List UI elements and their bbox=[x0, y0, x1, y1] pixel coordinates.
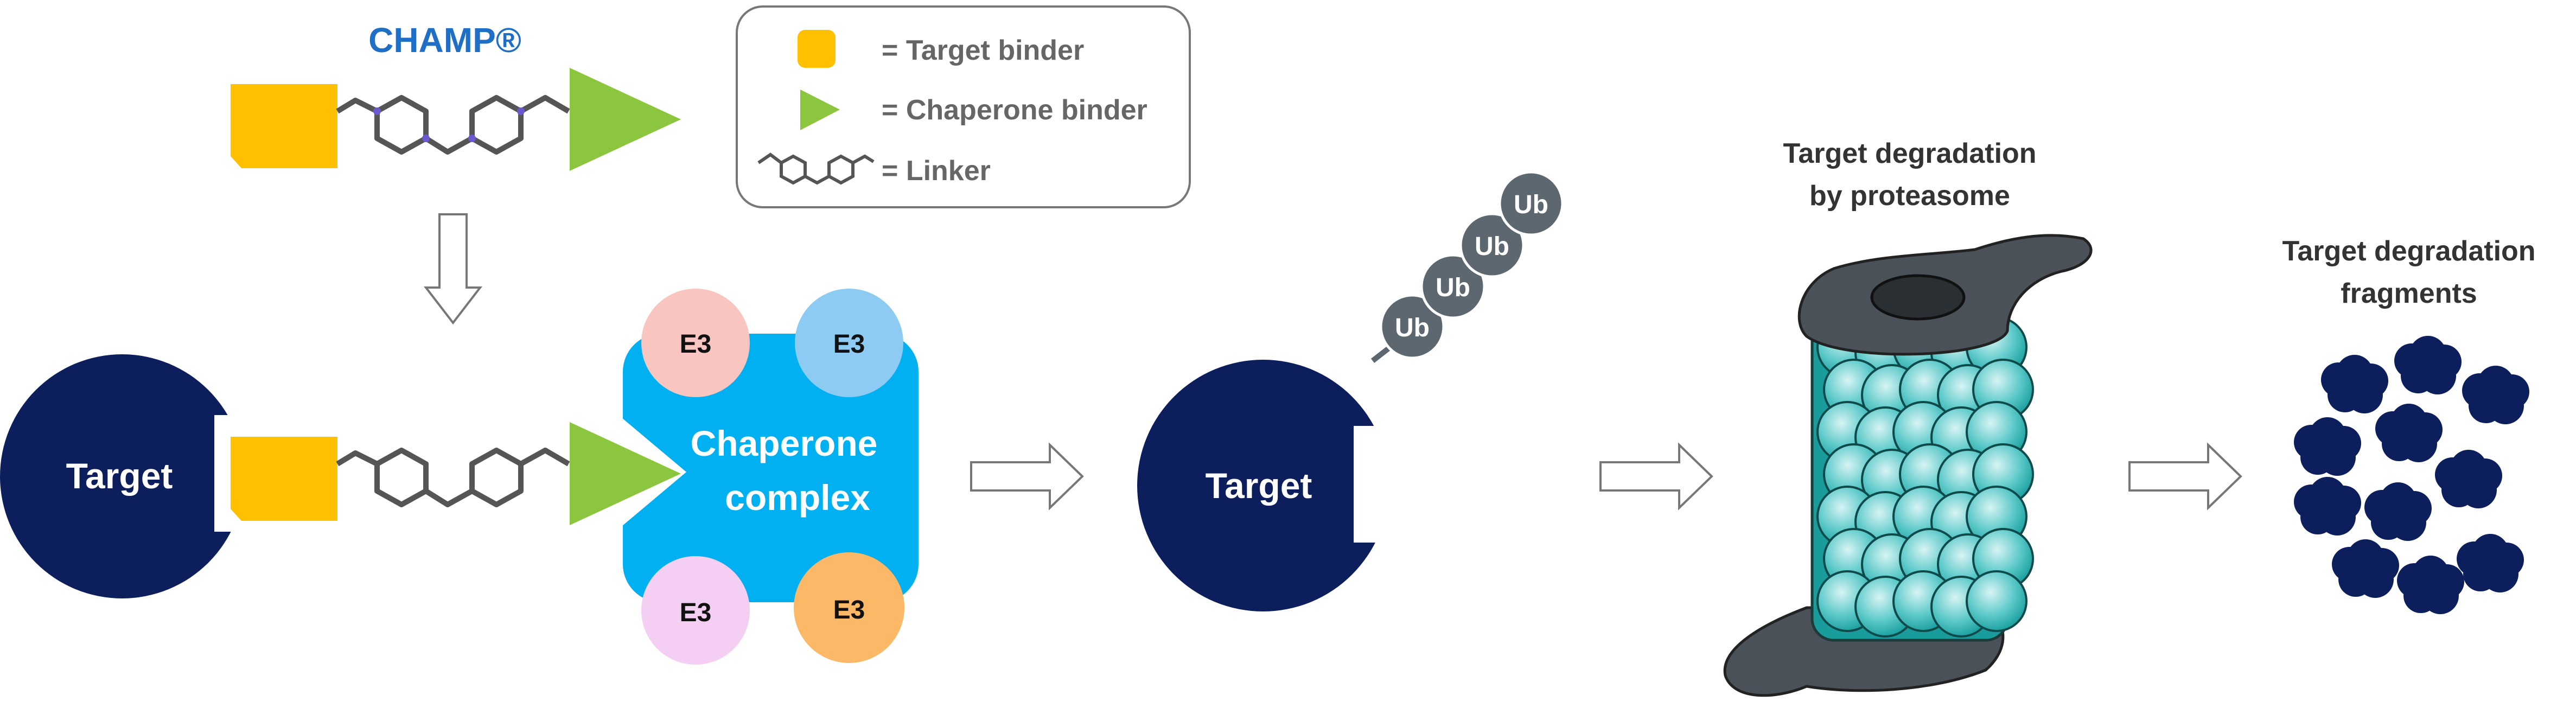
target-label-right: Target bbox=[1206, 466, 1312, 506]
degradation-fragments bbox=[2294, 336, 2529, 614]
bound-target-binder-icon bbox=[231, 437, 337, 521]
ub-label-4: Ub bbox=[1514, 190, 1548, 219]
fragment-blob bbox=[2435, 450, 2502, 508]
target-binder-icon bbox=[231, 84, 337, 168]
target-protein-right bbox=[1137, 360, 1389, 611]
bound-chaperone-binder-icon bbox=[570, 422, 681, 525]
e3-label-bottom-left: E3 bbox=[680, 598, 712, 627]
ub-3-icon bbox=[1459, 212, 1525, 278]
legend-chaperone-binder-label: = Chaperone binder bbox=[882, 94, 1147, 126]
proteasome-label-line2: by proteasome bbox=[1809, 180, 2010, 212]
fragment-blob bbox=[2294, 477, 2361, 536]
legend-target-binder-label: = Target binder bbox=[882, 35, 1084, 66]
e3-ligase-bottom-left bbox=[641, 556, 750, 665]
ub-label-2: Ub bbox=[1436, 273, 1470, 302]
e3-label-bottom-right: E3 bbox=[833, 596, 865, 624]
legend-box bbox=[736, 5, 1191, 208]
fragments-label-line1: Target degradation bbox=[2282, 235, 2535, 267]
arrow-to-proteasome bbox=[1599, 442, 1713, 511]
linker-icon bbox=[336, 95, 570, 155]
ub-1-icon bbox=[1379, 294, 1445, 360]
ub-label-3: Ub bbox=[1475, 232, 1509, 261]
proteasome bbox=[1723, 234, 2093, 697]
e3-label-top-left: E3 bbox=[680, 330, 712, 359]
fragment-blob bbox=[2394, 336, 2462, 394]
fragments-label-line2: fragments bbox=[2341, 278, 2477, 309]
target-protein-left bbox=[0, 354, 244, 598]
e3-ligase-top-left bbox=[641, 289, 750, 397]
down-arrow bbox=[423, 213, 483, 325]
legend: = Target binder = Chaperone binder = Lin… bbox=[736, 5, 1191, 208]
proteasome-label-line1: Target degradation bbox=[1783, 138, 2036, 169]
proteasome-pore bbox=[1870, 274, 1966, 321]
arrow-to-fragments bbox=[2128, 442, 2242, 511]
target-pocket-right bbox=[1354, 426, 1402, 543]
ub-4-icon bbox=[1498, 170, 1564, 237]
e3-ligase-bottom-right bbox=[794, 552, 904, 663]
arrow-to-ubiquitination bbox=[970, 442, 1084, 511]
champ-molecule bbox=[231, 68, 681, 171]
champ-title: CHAMP® bbox=[368, 21, 521, 60]
fragment-blob bbox=[2457, 534, 2524, 592]
proteasome-subunits bbox=[1816, 316, 2034, 637]
fragment-blob bbox=[2375, 404, 2443, 462]
fragment-blob bbox=[2397, 556, 2464, 614]
chaperone-label-line2: complex bbox=[725, 477, 870, 518]
legend-linker-icon bbox=[757, 152, 875, 185]
ubiquitinated-target: Target Ub Ub Ub Ub bbox=[1137, 170, 1564, 611]
e3-ligase-top-right bbox=[795, 289, 903, 397]
e3-label-top-right: E3 bbox=[833, 330, 865, 359]
chaperone-label-line1: Chaperone bbox=[691, 423, 878, 463]
fragment-blob bbox=[2462, 366, 2529, 424]
legend-chaperone-binder-icon bbox=[800, 90, 840, 130]
bound-linker-icon bbox=[336, 448, 570, 507]
fragment-blob bbox=[2364, 482, 2432, 541]
legend-linker-label: = Linker bbox=[882, 155, 991, 187]
ub-label-1: Ub bbox=[1395, 314, 1430, 342]
target-label-left: Target bbox=[66, 456, 173, 496]
legend-target-binder-icon bbox=[798, 30, 836, 68]
fragment-blob bbox=[2321, 355, 2388, 413]
ub-2-icon bbox=[1420, 253, 1486, 320]
fragment-blob bbox=[2332, 539, 2399, 598]
chaperone-binder-icon bbox=[570, 68, 681, 171]
ternary-complex: Target E3 E3 E3 E3 Chaperone complex bbox=[0, 289, 919, 665]
fragment-blob bbox=[2294, 417, 2361, 476]
proteasome-subunit bbox=[1966, 570, 2027, 632]
chaperone-complex bbox=[623, 334, 919, 602]
